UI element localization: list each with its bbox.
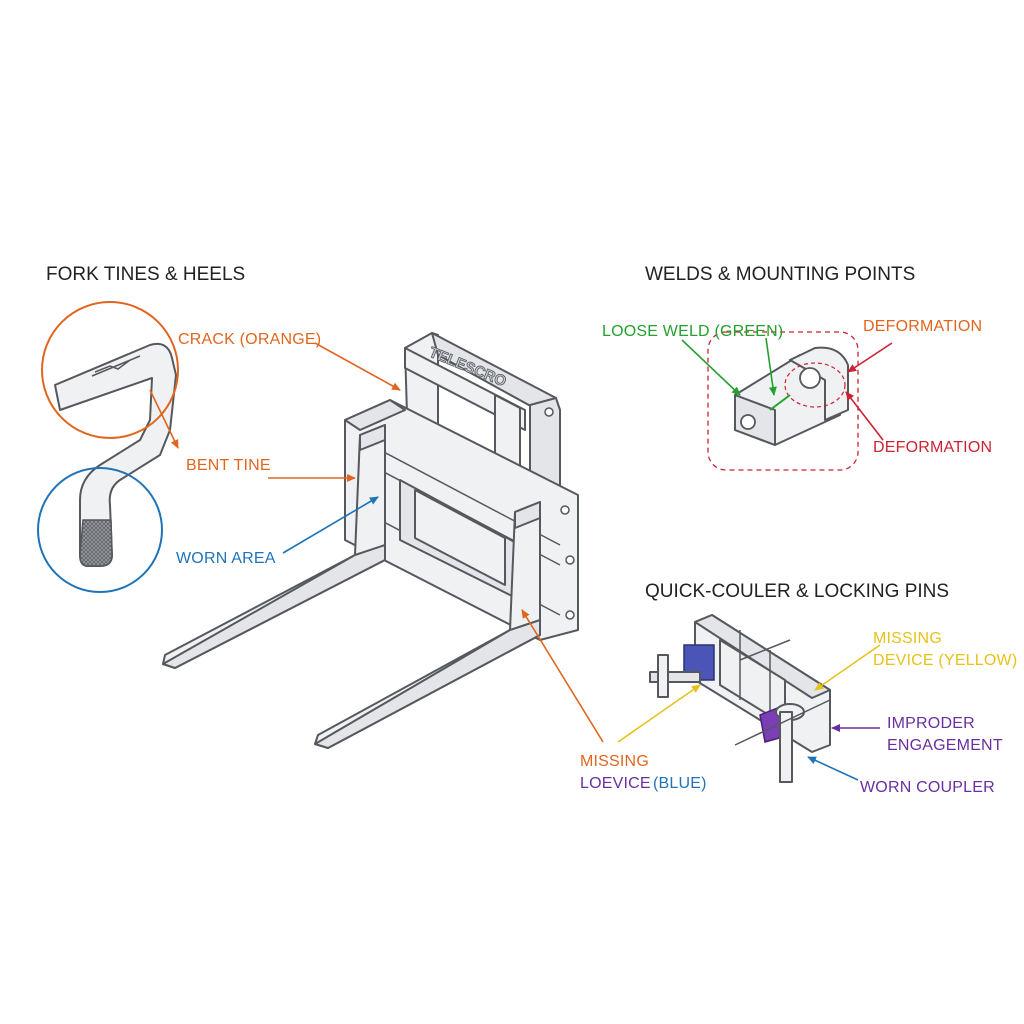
callout-missing-line1: MISSING xyxy=(580,753,649,770)
callout-worn-coupler: WORN COUPLER xyxy=(860,779,995,796)
worn-area-highlight-circle xyxy=(37,467,163,593)
callout-missing-line2a: LOEVICE xyxy=(580,775,651,792)
callout-improper-line2: ENGAGEMENT xyxy=(887,737,1003,754)
callout-arrows xyxy=(149,337,893,781)
callout-missing-device-line1: MISSING xyxy=(873,630,942,647)
callout-missing-device-line2: DEVICE (YELLOW) xyxy=(873,652,1017,669)
callout-bent-tine: BENT TINE xyxy=(186,457,271,474)
crack-highlight-circle xyxy=(41,301,179,439)
callout-missing-line2b: (BLUE) xyxy=(653,775,707,792)
section-title-welds: WELDS & MOUNTING POINTS xyxy=(645,264,915,285)
callout-loose-weld: LOOSE WELD (GREEN) xyxy=(602,323,783,340)
callout-deformation-top: DEFORMATION xyxy=(863,318,982,335)
fork-attachment: TELESCRO xyxy=(162,332,579,749)
section-title-fork: FORK TINES & HEELS xyxy=(46,264,245,285)
coupler-detail xyxy=(649,614,831,783)
callout-crack: CRACK (ORANGE) xyxy=(178,331,321,348)
callout-worn-area: WORN AREA xyxy=(176,550,276,567)
weld-detail xyxy=(707,331,859,471)
callout-deformation-bottom: DEFORMATION xyxy=(873,439,992,456)
callout-improper-line1: IMPRODER xyxy=(887,715,975,732)
section-title-coupler: QUICK-COULER & LOCKING PINS xyxy=(645,581,949,602)
bent-tine-detail xyxy=(54,342,177,567)
